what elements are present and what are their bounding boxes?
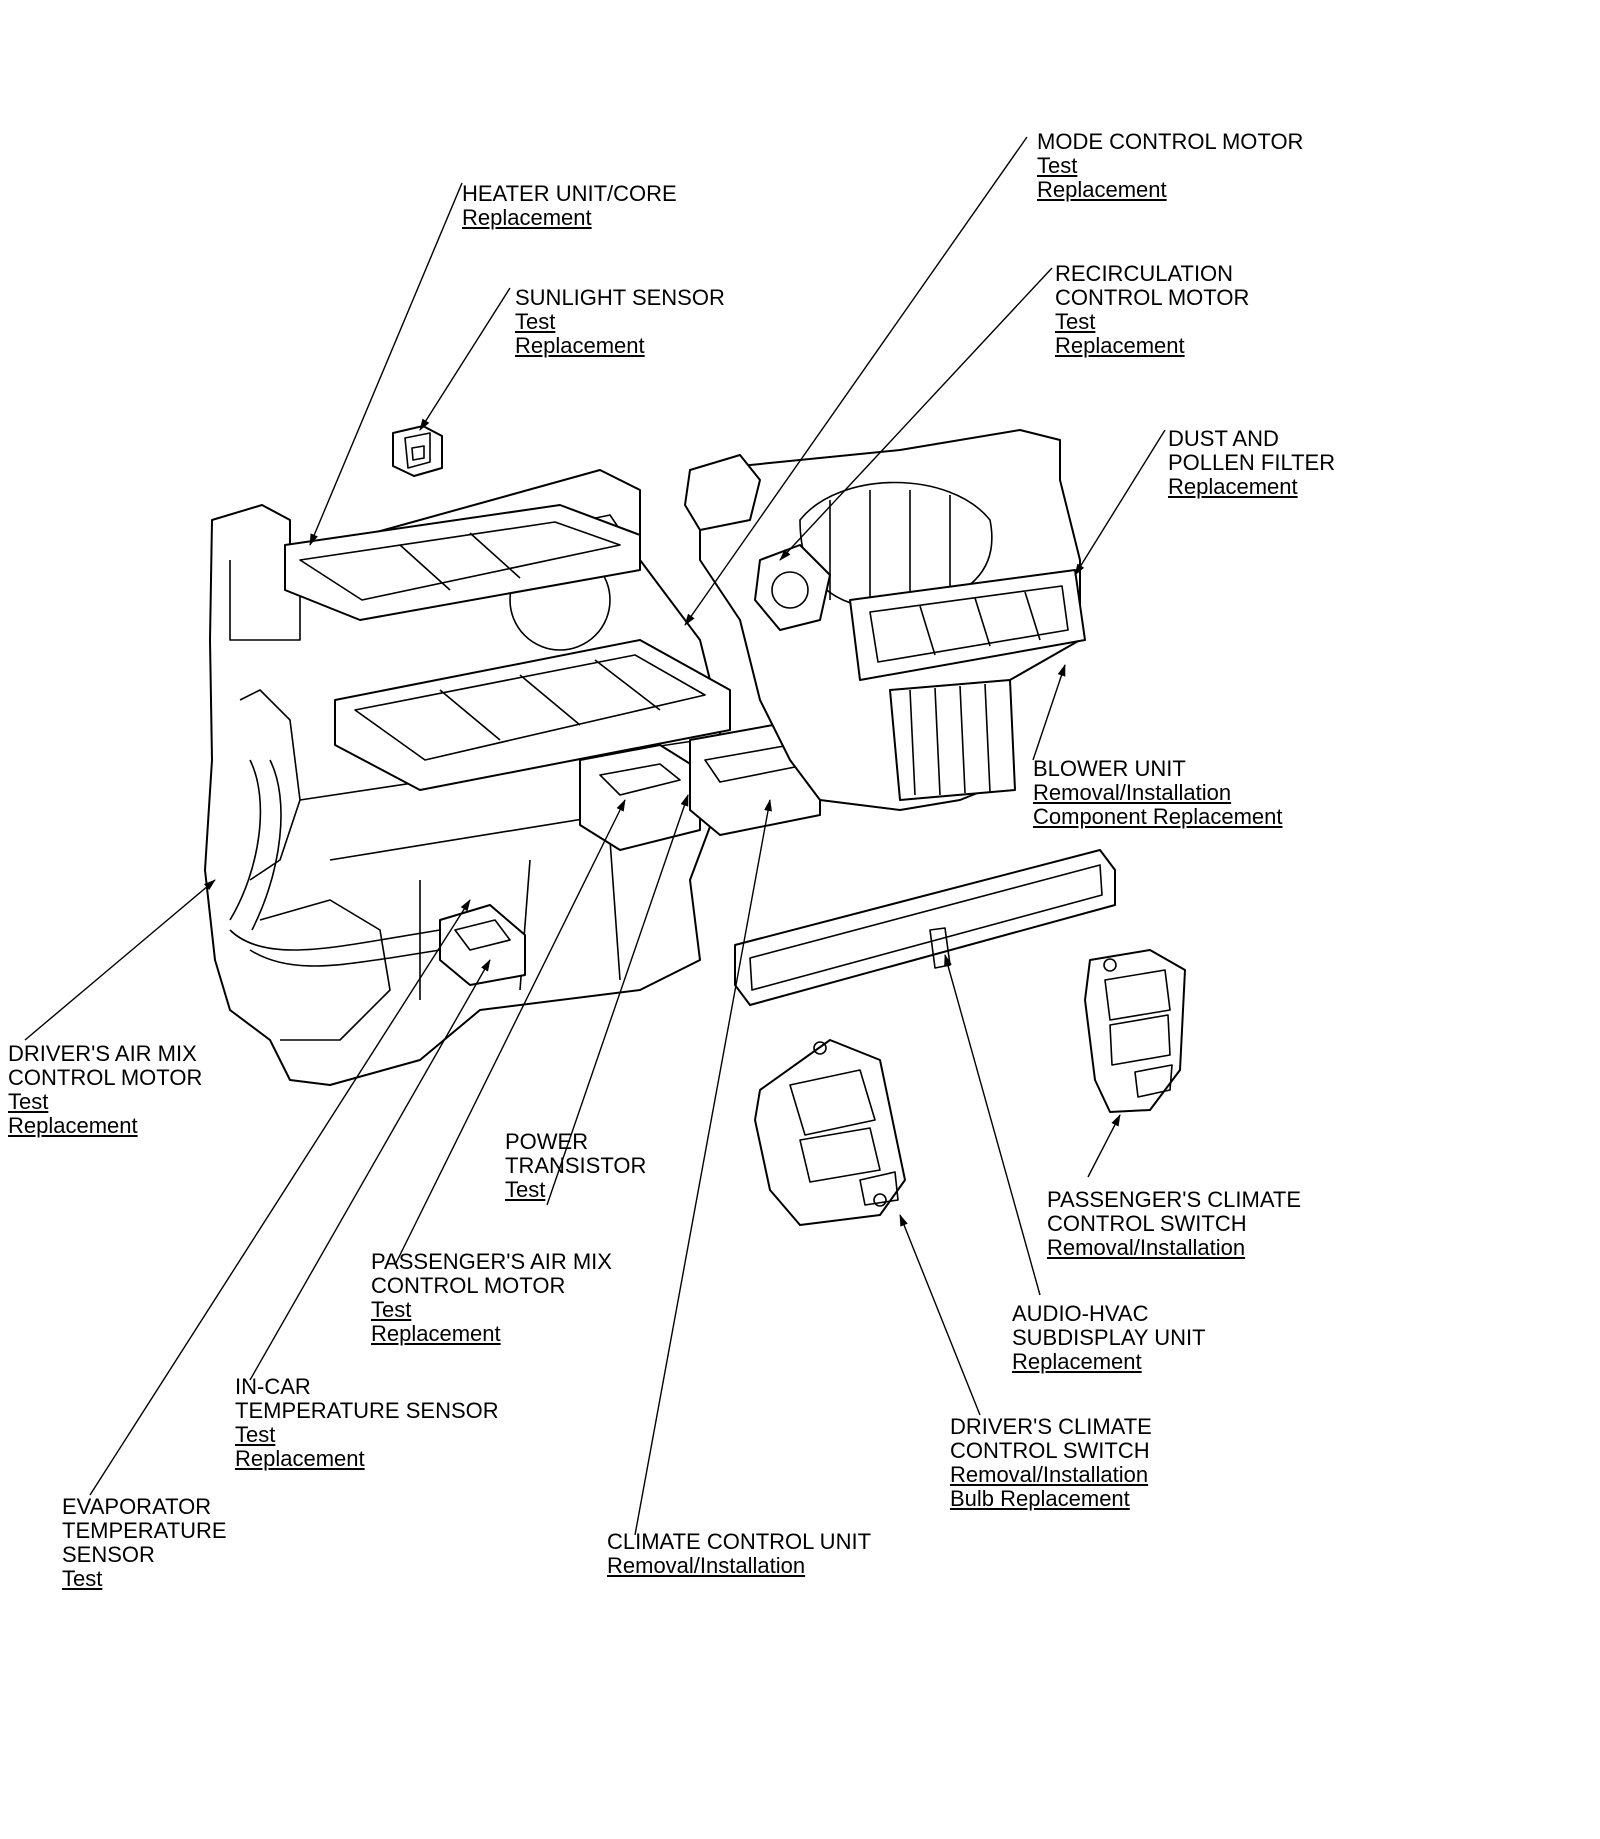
test-link[interactable]: Test xyxy=(62,1566,103,1591)
evaporator-frame xyxy=(334,639,731,791)
callout-mode-control-motor: MODE CONTROL MOTOR Test Replacement xyxy=(1037,130,1303,202)
callout-climate-control-unit: CLIMATE CONTROL UNIT Removal/Installatio… xyxy=(607,1530,871,1578)
test-link[interactable]: Test xyxy=(505,1177,546,1202)
replacement-link[interactable]: Replacement xyxy=(1055,333,1185,358)
callout-sunlight-sensor: SUNLIGHT SENSOR Test Replacement xyxy=(515,286,725,358)
callout-title: POWER xyxy=(505,1129,589,1154)
passengers-climate-switch-part xyxy=(1084,949,1186,1113)
callout-passengers-air-mix: PASSENGER'S AIR MIX CONTROL MOTOR Test R… xyxy=(371,1250,612,1346)
callout-dust-filter: DUST AND POLLEN FILTER Replacement xyxy=(1168,427,1335,499)
callout-power-transistor: POWER TRANSISTOR Test xyxy=(505,1130,646,1202)
callout-title: RECIRCULATION xyxy=(1055,261,1234,286)
callout-title: DRIVER'S AIR MIX xyxy=(8,1041,197,1066)
removal-installation-link[interactable]: Removal/Installation xyxy=(1033,780,1232,805)
callout-title: DUST AND xyxy=(1168,426,1279,451)
callout-title: SENSOR xyxy=(62,1542,155,1567)
callout-title: CONTROL MOTOR xyxy=(371,1273,566,1298)
callout-recirculation-motor: RECIRCULATION CONTROL MOTOR Test Replace… xyxy=(1055,262,1249,358)
replacement-link[interactable]: Replacement xyxy=(1012,1349,1142,1374)
callout-title: MODE CONTROL MOTOR xyxy=(1037,129,1304,154)
removal-installation-link[interactable]: Removal/Installation xyxy=(1047,1235,1246,1260)
callout-title: SUBDISPLAY UNIT xyxy=(1012,1325,1206,1350)
callout-title: BLOWER UNIT xyxy=(1033,756,1186,781)
sunlight-sensor-part xyxy=(392,425,443,477)
callout-title: EVAPORATOR xyxy=(62,1494,212,1519)
removal-installation-link[interactable]: Removal/Installation xyxy=(607,1553,806,1578)
heater-core-frame xyxy=(284,504,641,621)
replacement-link[interactable]: Replacement xyxy=(8,1113,138,1138)
test-link[interactable]: Test xyxy=(8,1089,49,1114)
blower-unit-part xyxy=(684,429,1086,811)
callout-passengers-climate-switch: PASSENGER'S CLIMATE CONTROL SWITCH Remov… xyxy=(1047,1188,1301,1260)
callout-title: DRIVER'S CLIMATE xyxy=(950,1414,1152,1439)
callout-title: CONTROL SWITCH xyxy=(950,1438,1150,1463)
removal-installation-link[interactable]: Removal/Installation xyxy=(950,1462,1149,1487)
bulb-replacement-link[interactable]: Bulb Replacement xyxy=(950,1486,1130,1511)
callout-title: AUDIO-HVAC xyxy=(1012,1301,1149,1326)
callout-drivers-air-mix: DRIVER'S AIR MIX CONTROL MOTOR Test Repl… xyxy=(8,1042,202,1138)
callout-title: CONTROL SWITCH xyxy=(1047,1211,1247,1236)
callout-title: PASSENGER'S AIR MIX xyxy=(371,1249,612,1274)
callout-title: TEMPERATURE xyxy=(62,1518,227,1543)
replacement-link[interactable]: Replacement xyxy=(371,1321,501,1346)
callout-title: CLIMATE CONTROL UNIT xyxy=(607,1529,872,1554)
callout-heater-unit: HEATER UNIT/CORE Replacement xyxy=(462,182,677,230)
callout-title: TRANSISTOR xyxy=(505,1153,647,1178)
drivers-climate-switch-part xyxy=(754,1039,906,1226)
test-link[interactable]: Test xyxy=(371,1297,412,1322)
callout-evaporator-sensor: EVAPORATOR TEMPERATURE SENSOR Test xyxy=(62,1495,227,1591)
callout-title: CONTROL MOTOR xyxy=(1055,285,1250,310)
leader-lines xyxy=(24,136,1166,1536)
callout-in-car-sensor: IN-CAR TEMPERATURE SENSOR Test Replaceme… xyxy=(235,1375,499,1471)
callout-title: IN-CAR xyxy=(235,1374,311,1399)
callout-blower-unit: BLOWER UNIT Removal/Installation Compone… xyxy=(1033,757,1282,829)
callout-audio-hvac: AUDIO-HVAC SUBDISPLAY UNIT Replacement xyxy=(1012,1302,1206,1374)
replacement-link[interactable]: Replacement xyxy=(235,1446,365,1471)
replacement-link[interactable]: Replacement xyxy=(1037,177,1167,202)
test-link[interactable]: Test xyxy=(235,1422,276,1447)
component-replacement-link[interactable]: Component Replacement xyxy=(1033,804,1283,829)
test-link[interactable]: Test xyxy=(1055,309,1096,334)
callout-title: HEATER UNIT/CORE xyxy=(462,181,677,206)
replacement-link[interactable]: Replacement xyxy=(515,333,645,358)
callout-drivers-climate-switch: DRIVER'S CLIMATE CONTROL SWITCH Removal/… xyxy=(950,1415,1152,1511)
audio-hvac-subdisplay-part xyxy=(734,849,1116,1006)
callout-title: TEMPERATURE SENSOR xyxy=(235,1398,499,1423)
callout-title: PASSENGER'S CLIMATE xyxy=(1047,1187,1301,1212)
test-link[interactable]: Test xyxy=(1037,153,1078,178)
callout-title: POLLEN FILTER xyxy=(1168,450,1336,475)
replacement-link[interactable]: Replacement xyxy=(462,205,592,230)
test-link[interactable]: Test xyxy=(515,309,556,334)
replacement-link[interactable]: Replacement xyxy=(1168,474,1298,499)
callout-title: SUNLIGHT SENSOR xyxy=(515,285,725,310)
callout-title: CONTROL MOTOR xyxy=(8,1065,203,1090)
